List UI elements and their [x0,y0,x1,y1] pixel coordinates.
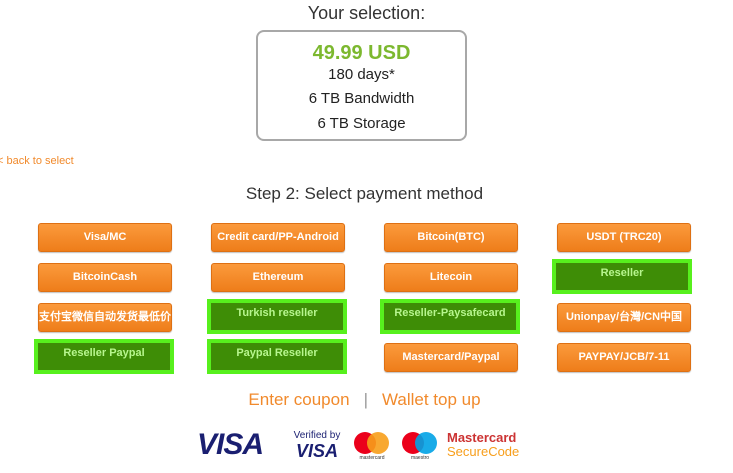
step-title: Step 2: Select payment method [245,184,484,203]
selection-price: 49.99 USD [312,42,411,64]
mastercard-label: mastercard [359,455,385,461]
payment-paypal-reseller-button[interactable]: Paypal Reseller [207,339,347,374]
selection-summary-box: 49.99 USD 180 days* 6 TB Bandwidth 6 TB … [256,30,467,141]
payment-unionpay-button[interactable]: Unionpay/台灣/CN中国 [557,303,691,332]
payment-ethereum-button[interactable]: Ethereum [211,263,345,292]
mastercard-securecode-logo: Mastercard SecureCode [447,431,519,459]
payment-reseller-button[interactable]: Reseller [552,259,692,294]
payment-reseller-paysafecard-button[interactable]: Reseller-Paysafecard [380,299,520,334]
mastercard-orange-circle-icon [367,432,389,454]
selection-bandwidth: 6 TB Bandwidth [308,90,415,107]
mastercard-logo: mastercard [354,432,390,462]
visa-logo: VISA [197,428,264,461]
maestro-logo: maestro [402,432,438,462]
payment-credit-card-pp-android-button[interactable]: Credit card/PP-Android [211,223,345,252]
enter-coupon-link[interactable]: Enter coupon [248,390,350,409]
verified-by-visa-logo: Verified by VISA [287,430,347,461]
payment-usdt-button[interactable]: USDT (TRC20) [557,223,691,252]
payment-bitcoin-button[interactable]: Bitcoin(BTC) [384,223,518,252]
wallet-top-up-link[interactable]: Wallet top up [381,390,481,409]
selection-heading: Your selection: [307,3,426,23]
payment-reseller-paypal-button[interactable]: Reseller Paypal [34,339,174,374]
verified-visa-text: VISA [295,441,338,461]
bottom-links: Enter coupon | Wallet top up [0,390,729,410]
maestro-label: maestro [410,455,430,461]
securecode-line1: Mastercard [447,430,517,445]
verified-by-text: Verified by [293,430,341,441]
maestro-blue-circle-icon [415,432,437,454]
payment-alipay-wechat-button[interactable]: 支付宝微信自动发货最低价 [38,303,172,332]
back-to-select-link[interactable]: < back to select [0,155,74,167]
payment-logos: VISA Verified by VISA mastercard maestro… [0,428,729,464]
payment-visa-mc-button[interactable]: Visa/MC [38,223,172,252]
payment-turkish-reseller-button[interactable]: Turkish reseller [207,299,347,334]
payment-mastercard-paypal-button[interactable]: Mastercard/Paypal [384,343,518,372]
link-separator: | [363,390,368,409]
selection-duration: 180 days* [328,66,395,83]
selection-storage: 6 TB Storage [317,115,406,132]
securecode-line2: SecureCode [447,444,520,459]
payment-paypay-jcb-button[interactable]: PAYPAY/JCB/7-11 [557,343,691,372]
payment-litecoin-button[interactable]: Litecoin [384,263,518,292]
payment-bitcoincash-button[interactable]: BitcoinCash [38,263,172,292]
